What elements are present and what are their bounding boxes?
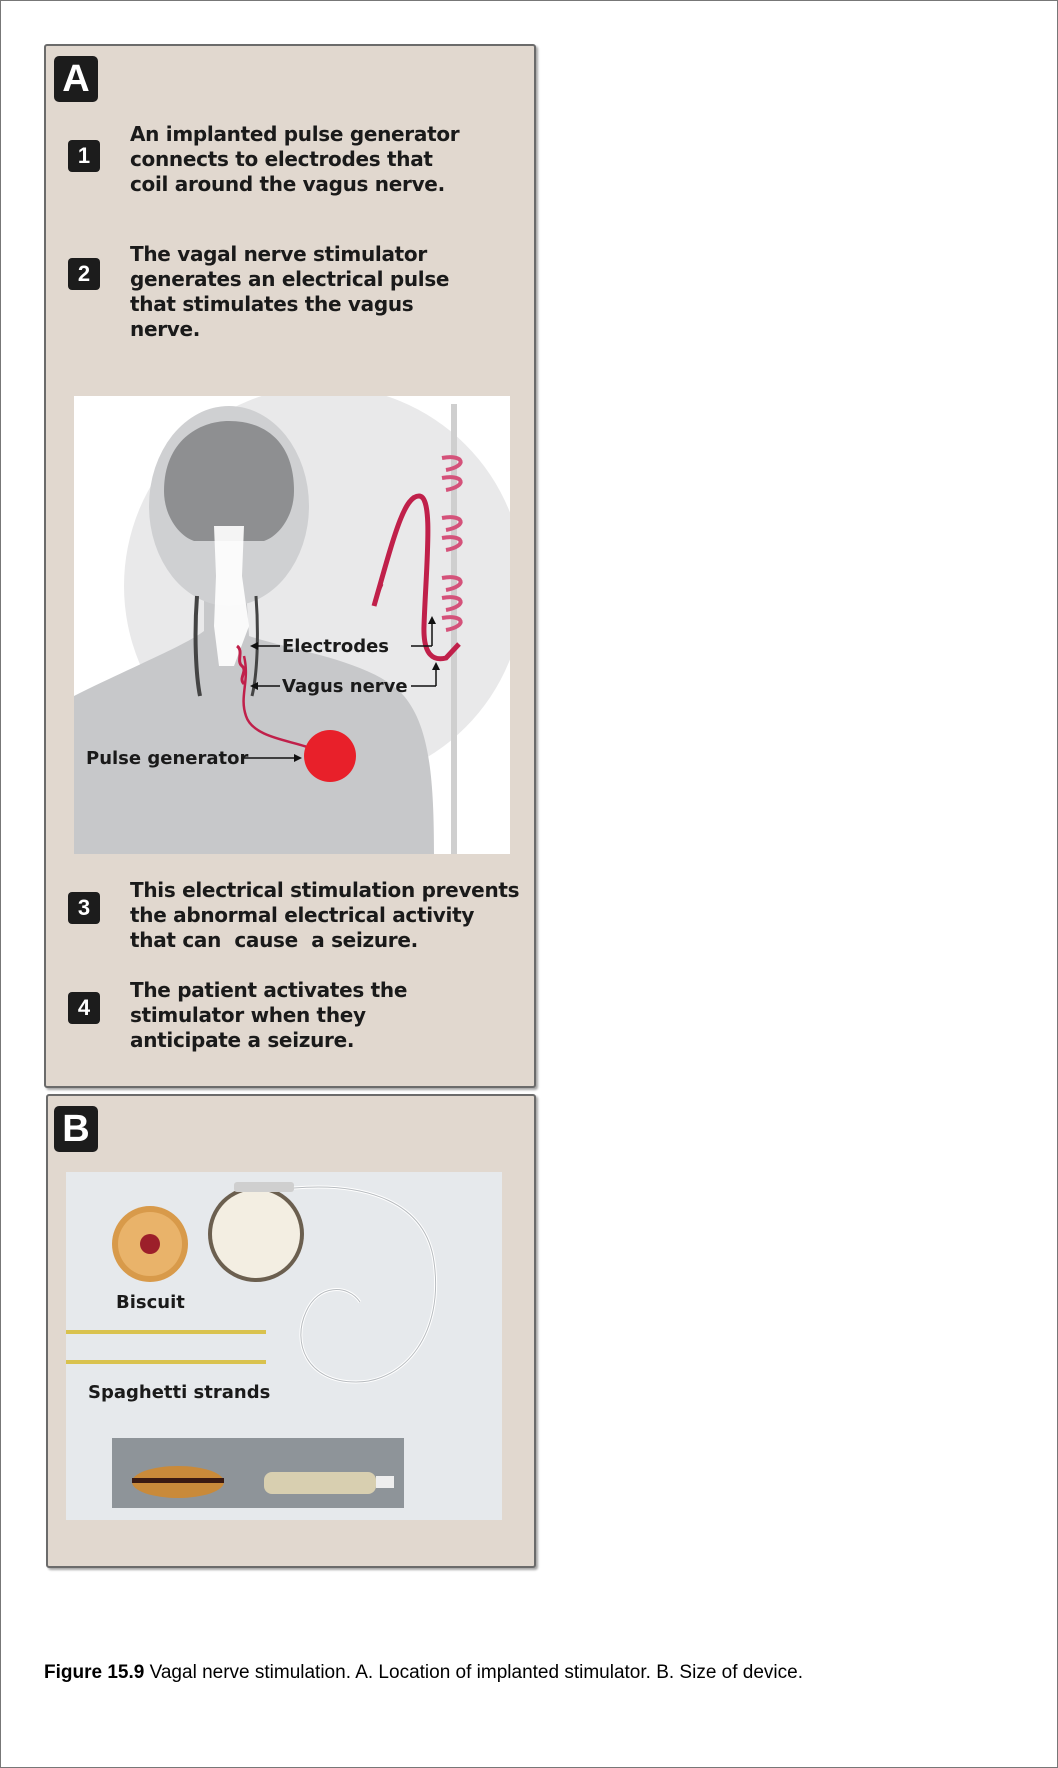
device-header bbox=[234, 1182, 294, 1192]
step-1-text: An implanted pulse generator connects to… bbox=[130, 122, 510, 197]
vagus-nerve-label: Vagus nerve bbox=[282, 676, 408, 697]
step-4-line: stimulator when they bbox=[130, 1003, 510, 1028]
step-4-text: The patient activates the stimulator whe… bbox=[130, 978, 510, 1053]
panel-b-letter-badge: B bbox=[54, 1106, 98, 1152]
device-size-photo: Biscuit Spaghetti strands bbox=[66, 1172, 502, 1520]
figure-caption-text: Vagal nerve stimulation. A. Location of … bbox=[144, 1662, 803, 1683]
step-3-badge: 3 bbox=[68, 892, 100, 924]
step-4-line: The patient activates the bbox=[130, 978, 510, 1003]
biscuit-jam bbox=[140, 1234, 160, 1254]
step-3-line: that can cause a seizure. bbox=[130, 928, 530, 953]
step-2-line: The vagal nerve stimulator bbox=[130, 242, 510, 267]
step-2-line: generates an electrical pulse bbox=[130, 267, 510, 292]
figure-caption-label: Figure 15.9 bbox=[44, 1662, 144, 1683]
panel-a: A 1 An implanted pulse generator connect… bbox=[44, 44, 536, 1088]
brain-shape bbox=[164, 421, 294, 541]
anatomy-diagram: Electrodes Vagus nerve Pulse generator bbox=[74, 396, 510, 854]
pulse-generator-device bbox=[304, 730, 356, 782]
step-1-line: coil around the vagus nerve. bbox=[130, 172, 510, 197]
device-photo-svg: Biscuit Spaghetti strands bbox=[66, 1172, 502, 1520]
step-1-line: An implanted pulse generator bbox=[130, 122, 510, 147]
step-2-badge: 2 bbox=[68, 258, 100, 290]
spaghetti-label: Spaghetti strands bbox=[88, 1382, 270, 1403]
step-1-line: connects to electrodes that bbox=[130, 147, 510, 172]
vagus-nerve-illustration: Electrodes Vagus nerve Pulse generator bbox=[74, 396, 510, 854]
step-4-badge: 4 bbox=[68, 992, 100, 1024]
biscuit-label: Biscuit bbox=[116, 1292, 185, 1313]
device-side bbox=[264, 1472, 376, 1494]
panel-a-letter-badge: A bbox=[54, 56, 98, 102]
step-2-line: that stimulates the vagus bbox=[130, 292, 510, 317]
step-1-badge: 1 bbox=[68, 140, 100, 172]
electrodes-label: Electrodes bbox=[282, 636, 389, 657]
step-3-text: This electrical stimulation prevents the… bbox=[130, 878, 530, 953]
pulse-generator-label: Pulse generator bbox=[86, 748, 248, 769]
step-2-line: nerve. bbox=[130, 317, 510, 342]
step-3-line: the abnormal electrical activity bbox=[130, 903, 530, 928]
step-4-line: anticipate a seizure. bbox=[130, 1028, 510, 1053]
panel-b: B Biscuit Spaghetti strands bbox=[46, 1094, 536, 1568]
step-3-line: This electrical stimulation prevents bbox=[130, 878, 530, 903]
step-2-text: The vagal nerve stimulator generates an … bbox=[130, 242, 510, 342]
figure-caption: Figure 15.9 Vagal nerve stimulation. A. … bbox=[44, 1662, 803, 1684]
